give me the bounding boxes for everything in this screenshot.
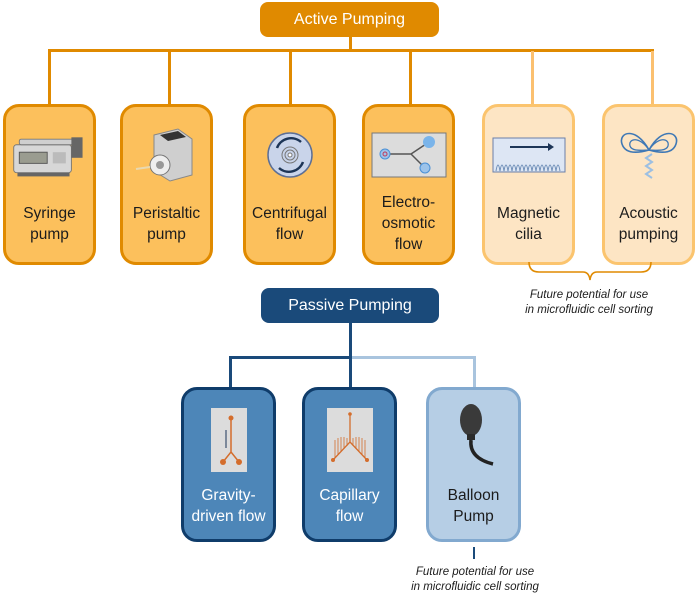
card-label: Centrifugal flow (252, 204, 327, 243)
connector-line (473, 356, 476, 388)
card-magnetic-cilia: Magnetic cilia (482, 104, 575, 265)
electroosmotic-chip-icon (369, 125, 449, 185)
acoustic-streaming-icon (609, 125, 689, 185)
gravity-chip-icon (189, 408, 269, 472)
card-label: Syringe pump (23, 204, 76, 243)
card-peristaltic-pump: Peristaltic pump (120, 104, 213, 265)
active-pumping-header: Active Pumping (260, 2, 439, 37)
card-label: Magnetic cilia (497, 204, 560, 243)
peristaltic-pump-icon (127, 125, 207, 185)
connector-line (229, 356, 232, 388)
card-label: Capillary flow (319, 486, 380, 525)
card-acoustic-pumping: Acoustic pumping (602, 104, 695, 265)
connector-line (48, 49, 654, 52)
card-label: Balloon Pump (447, 486, 500, 525)
card-capillary-flow: Capillary flow (302, 387, 397, 542)
card-label: Electro- osmotic flow (381, 194, 436, 253)
passive-pumping-header: Passive Pumping (261, 288, 439, 323)
connector-line (352, 356, 476, 359)
future-brace (528, 262, 652, 281)
connector-line (409, 49, 412, 105)
card-label: Peristaltic pump (132, 204, 201, 243)
card-gravity-driven-flow: Gravity- driven flow (181, 387, 276, 542)
connector-line (473, 547, 475, 559)
card-centrifugal-flow: Centrifugal flow (243, 104, 336, 265)
centrifugal-disc-icon (250, 125, 330, 185)
active-future-note: Future potential for use in microfluidic… (525, 289, 653, 316)
card-label: Acoustic pumping (618, 204, 679, 243)
capillary-chip-icon (310, 408, 390, 472)
magnetic-cilia-icon (489, 125, 569, 185)
card-label: Gravity- driven flow (191, 486, 266, 525)
connector-line (289, 49, 292, 105)
connector-line (651, 51, 654, 105)
connector-line (349, 356, 352, 388)
syringe-pump-icon (10, 125, 90, 185)
connector-line (229, 356, 352, 359)
passive-pumping-title: Passive Pumping (288, 296, 412, 314)
card-electroosmotic-flow: Electro- osmotic flow (362, 104, 455, 265)
connector-line (168, 49, 171, 105)
card-syringe-pump: Syringe pump (3, 104, 96, 265)
balloon-pump-icon (434, 402, 514, 472)
connector-line (48, 49, 51, 105)
connector-line (531, 51, 534, 105)
card-balloon-pump: Balloon Pump (426, 387, 521, 542)
active-pumping-title: Active Pumping (293, 10, 406, 28)
connector-line (349, 323, 352, 358)
connector-line (349, 37, 352, 51)
passive-future-note: Future potential for use in microfluidic… (411, 566, 539, 593)
